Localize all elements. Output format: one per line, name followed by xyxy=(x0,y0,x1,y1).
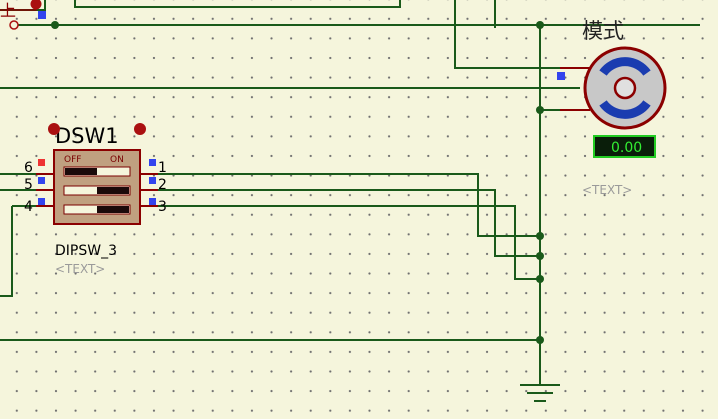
motor-display xyxy=(593,135,656,158)
junction-dot xyxy=(536,275,544,283)
dsw-type-label: DIPSW_3 xyxy=(55,243,117,259)
junction-dot xyxy=(536,336,544,344)
wire-dsw-3[interactable] xyxy=(158,205,540,280)
pin-number: 6 xyxy=(24,160,33,176)
top-left-component-fragment[interactable]: 上 xyxy=(0,0,46,30)
motor-component[interactable]: 模式 0.00 <TEXT> xyxy=(557,19,667,197)
red-marker-icon xyxy=(134,123,146,135)
pin-number: 5 xyxy=(24,177,33,193)
wire-left-vertical[interactable] xyxy=(0,206,13,297)
pin-marker-icon xyxy=(38,177,45,184)
pin-endpoint-icon xyxy=(9,20,19,30)
dip-switch-dsw1[interactable]: DSW1 OFF ON xyxy=(24,123,167,276)
switch-knob xyxy=(97,187,129,194)
pin-number: 1 xyxy=(158,160,167,176)
motor-text-placeholder: <TEXT> xyxy=(582,183,632,197)
pin-number: 3 xyxy=(158,199,167,215)
dsw-switch-1[interactable] xyxy=(63,166,131,177)
junction-dot xyxy=(536,21,544,29)
pin-marker-icon xyxy=(149,159,156,166)
switch-knob xyxy=(65,168,97,175)
dsw-on-label: ON xyxy=(110,155,124,165)
pin-marker-icon xyxy=(149,198,156,205)
dsw-switch-3[interactable] xyxy=(63,204,131,215)
wire-top-4[interactable] xyxy=(454,0,580,69)
junction-dot xyxy=(536,232,544,240)
junction-dot xyxy=(536,106,544,114)
dsw-refdes: DSW1 xyxy=(55,124,119,148)
junctions xyxy=(51,21,544,344)
pin-marker-icon xyxy=(38,159,45,166)
dsw-off-label: OFF xyxy=(64,155,81,165)
motor-shaft xyxy=(613,76,637,100)
motor-label: 模式 xyxy=(582,19,624,43)
pin-marker-icon xyxy=(38,198,45,205)
dsw-switch-2[interactable] xyxy=(63,185,131,196)
junction-dot xyxy=(536,252,544,260)
red-marker-icon xyxy=(30,0,42,10)
pin-number: 2 xyxy=(158,177,167,193)
motor-arc-top xyxy=(599,57,651,76)
red-marker-icon xyxy=(48,123,60,135)
fragment-label: 上 xyxy=(0,1,16,20)
wires xyxy=(0,0,700,385)
junction-dot xyxy=(51,21,59,29)
switch-knob xyxy=(97,206,129,213)
wire-top-2[interactable] xyxy=(74,0,401,8)
pin-marker-icon xyxy=(38,11,46,19)
motor-display-value: 0.00 xyxy=(611,140,642,156)
pin-number: 4 xyxy=(24,199,33,215)
pin-marker-icon xyxy=(149,177,156,184)
pin-marker-icon xyxy=(557,72,565,80)
motor-arc-bottom xyxy=(599,100,651,119)
dsw-text-placeholder: <TEXT> xyxy=(55,262,105,276)
wire-dsw-2[interactable] xyxy=(158,189,540,257)
ground-symbol[interactable] xyxy=(520,384,560,402)
